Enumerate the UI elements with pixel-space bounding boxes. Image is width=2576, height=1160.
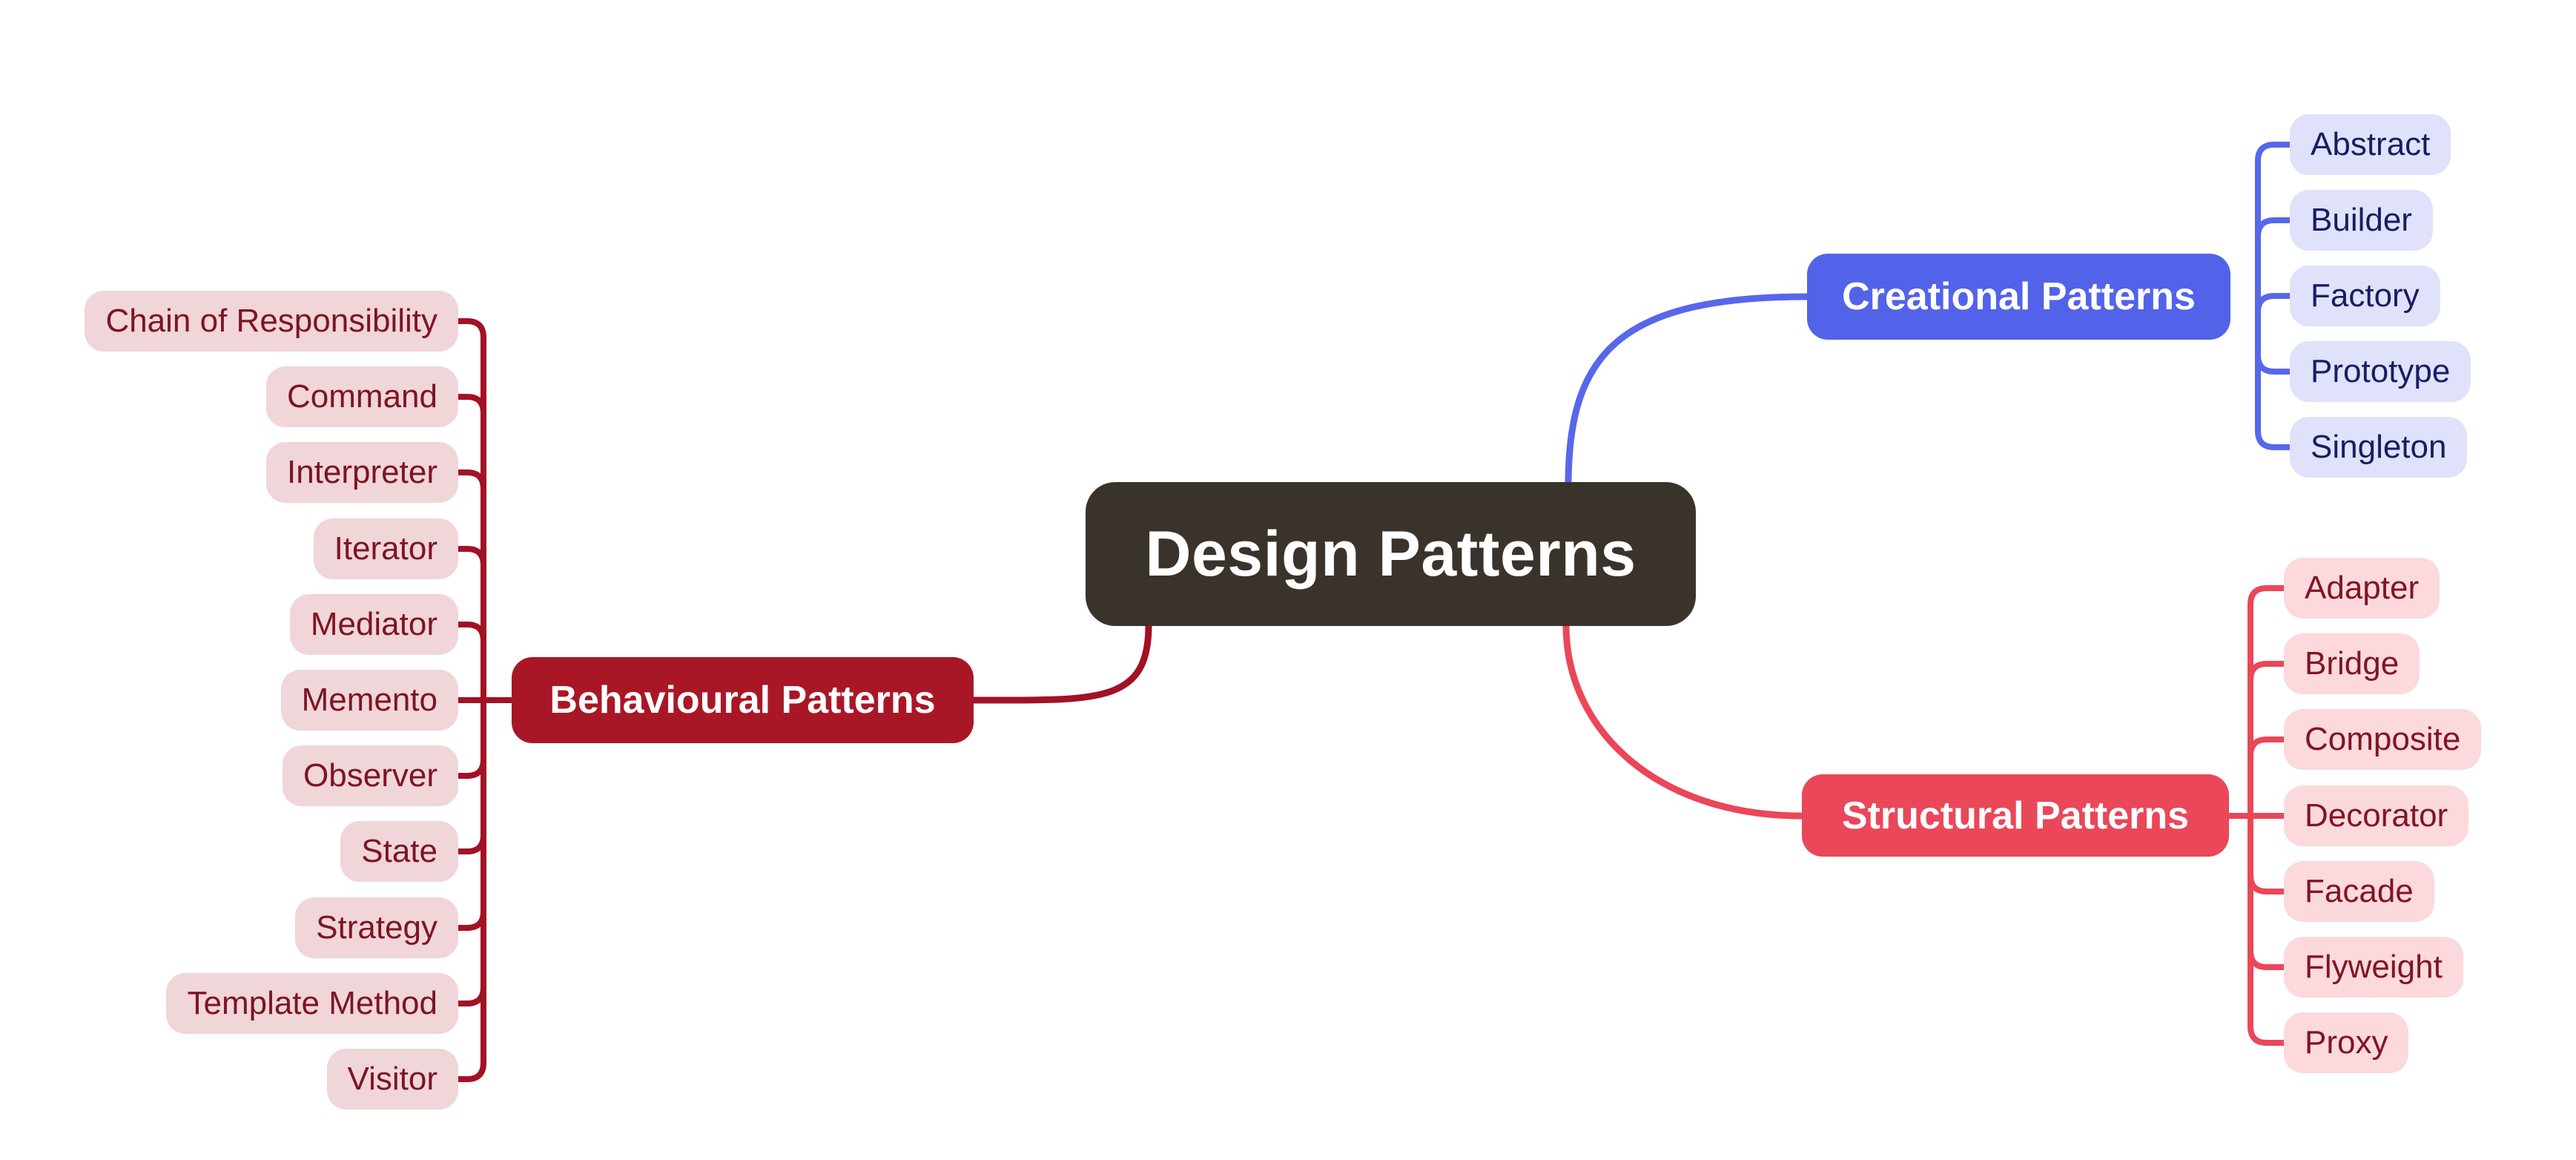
link-behavioural-chain-of-responsibility <box>455 318 486 703</box>
node-singleton[interactable]: Singleton <box>2290 417 2468 478</box>
node-mediator[interactable]: Mediator <box>289 594 458 655</box>
node-bridge[interactable]: Bridge <box>2284 633 2420 694</box>
link-structural-adapter <box>2248 585 2287 819</box>
link-central-behavioural <box>970 622 1152 704</box>
node-flyweight[interactable]: Flyweight <box>2284 937 2463 998</box>
link-creational-factory <box>2255 293 2293 313</box>
link-structural-bridge <box>2248 661 2287 819</box>
link-behavioural-strategy <box>455 697 486 931</box>
link-central-creational <box>1565 293 1811 490</box>
link-creational-abstract <box>2255 142 2293 300</box>
node-state[interactable]: State <box>340 821 458 882</box>
node-observer[interactable]: Observer <box>283 745 458 806</box>
node-abstract[interactable]: Abstract <box>2290 114 2451 175</box>
node-proxy[interactable]: Proxy <box>2284 1012 2409 1073</box>
link-central-structural <box>1562 622 1806 820</box>
node-creational-patterns[interactable]: Creational Patterns <box>1807 254 2230 340</box>
link-behavioural-mediator <box>455 622 486 703</box>
link-creational-prototype <box>2255 294 2293 375</box>
node-builder[interactable]: Builder <box>2290 190 2433 251</box>
link-behavioural-command <box>455 394 486 703</box>
link-behavioural-observer <box>455 697 486 779</box>
node-strategy[interactable]: Strategy <box>295 897 458 958</box>
link-behavioural-iterator <box>455 546 486 703</box>
node-behavioural-patterns[interactable]: Behavioural Patterns <box>512 657 974 743</box>
link-structural-proxy <box>2248 813 2287 1046</box>
node-iterator[interactable]: Iterator <box>313 518 458 579</box>
node-structural-patterns[interactable]: Structural Patterns <box>1802 774 2229 857</box>
link-creational-singleton <box>2255 294 2293 450</box>
node-adapter[interactable]: Adapter <box>2284 558 2440 619</box>
node-prototype[interactable]: Prototype <box>2290 341 2471 402</box>
node-command[interactable]: Command <box>266 366 458 427</box>
node-interpreter[interactable]: Interpreter <box>266 442 458 503</box>
link-behavioural-interpreter <box>455 469 486 703</box>
node-template-method[interactable]: Template Method <box>166 973 458 1034</box>
node-memento[interactable]: Memento <box>280 670 458 731</box>
link-creational-builder <box>2255 217 2293 300</box>
link-structural-composite <box>2248 736 2287 819</box>
node-composite[interactable]: Composite <box>2284 709 2482 770</box>
node-decorator[interactable]: Decorator <box>2284 785 2469 846</box>
node-visitor[interactable]: Visitor <box>326 1049 458 1110</box>
node-design-patterns[interactable]: Design Patterns <box>1086 482 1696 626</box>
link-behavioural-visitor <box>455 697 486 1082</box>
link-structural-facade <box>2248 813 2287 894</box>
node-chain-of-responsibility[interactable]: Chain of Responsibility <box>85 291 458 352</box>
node-factory[interactable]: Factory <box>2290 266 2440 326</box>
node-facade[interactable]: Facade <box>2284 861 2434 922</box>
